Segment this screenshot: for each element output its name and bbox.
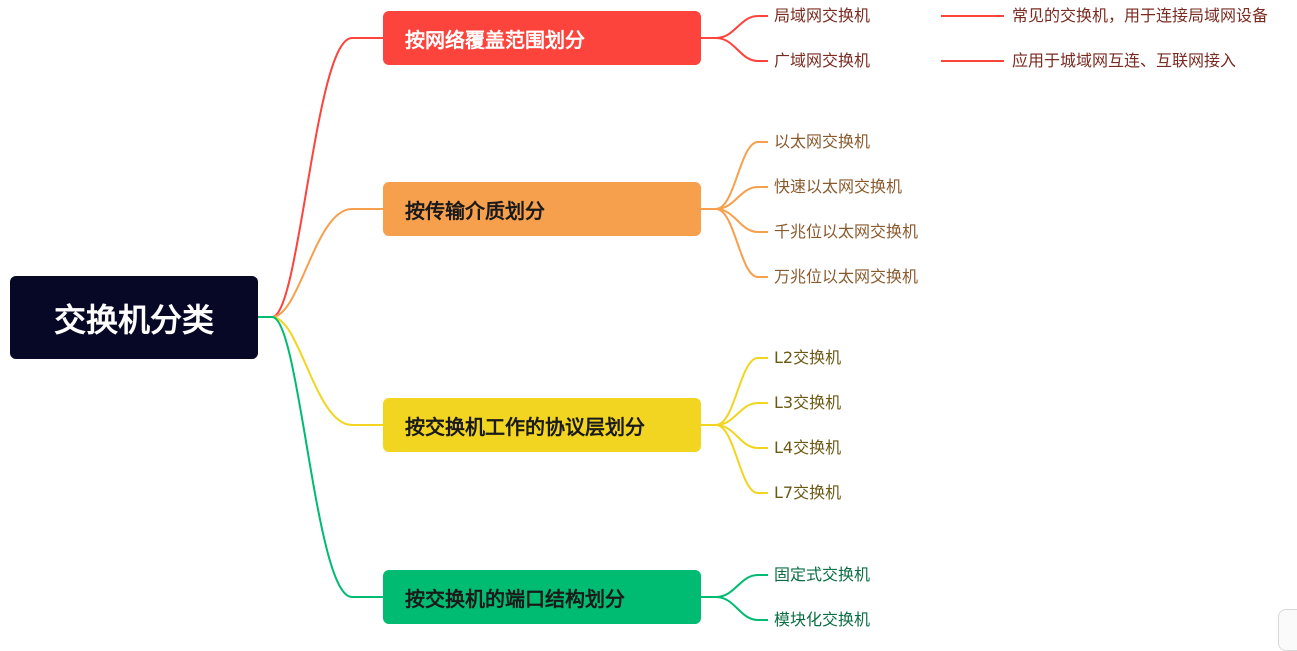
leaf-node-l7-switch[interactable]: L7交换机 — [774, 483, 842, 502]
root-node[interactable]: 交换机分类 — [10, 276, 258, 359]
link-branch-3-leaf-3 — [701, 424, 768, 449]
leaf-node-ethernet-switch[interactable]: 以太网交换机 — [774, 132, 871, 151]
note-lan-switch[interactable]: 常见的交换机，用于连接局域网设备 — [1012, 6, 1269, 25]
branch-node-port-structure[interactable]: 按交换机的端口结构划分 — [383, 570, 701, 624]
leaf-node-modular-switch[interactable]: 模块化交换机 — [774, 610, 871, 629]
leaf-node-l3-switch[interactable]: L3交换机 — [774, 393, 842, 412]
link-branch-3-leaf-1 — [701, 357, 768, 426]
link-branch-2-leaf-4 — [701, 208, 768, 278]
leaf-node-fixed-switch[interactable]: 固定式交换机 — [774, 565, 871, 584]
note-wan-switch[interactable]: 应用于城域网互连、互联网接入 — [1012, 51, 1237, 70]
leaf-node-10g-ethernet-switch[interactable]: 万兆位以太网交换机 — [774, 267, 919, 286]
link-branch-4-leaf-2 — [701, 596, 768, 621]
link-branch-1-leaf-1 — [701, 15, 768, 39]
link-branch-2-leaf-3 — [701, 208, 768, 233]
link-branch-4-leaf-1 — [701, 574, 768, 598]
link-branch-3-leaf-2 — [701, 402, 768, 426]
link-branch-2-leaf-1 — [701, 141, 768, 210]
link-branch-2-leaf-2 — [701, 186, 768, 210]
link-root-branch-1 — [258, 37, 383, 318]
corner-widget[interactable] — [1278, 609, 1297, 651]
leaf-node-l4-switch[interactable]: L4交换机 — [774, 438, 842, 457]
link-branch-1-leaf-2 — [701, 37, 768, 62]
branch-node-protocol-layer[interactable]: 按交换机工作的协议层划分 — [383, 398, 701, 452]
branch-node-network-coverage[interactable]: 按网络覆盖范围划分 — [383, 11, 701, 65]
leaf-node-lan-switch[interactable]: 局域网交换机 — [774, 6, 871, 25]
link-root-branch-3 — [258, 316, 383, 426]
leaf-node-l2-switch[interactable]: L2交换机 — [774, 348, 842, 367]
link-root-branch-2 — [258, 208, 383, 318]
link-branch-3-leaf-4 — [701, 424, 768, 494]
leaf-node-wan-switch[interactable]: 广域网交换机 — [774, 51, 871, 70]
link-root-branch-4 — [258, 316, 383, 598]
leaf-node-gigabit-ethernet-switch[interactable]: 千兆位以太网交换机 — [774, 222, 919, 241]
leaf-node-fast-ethernet-switch[interactable]: 快速以太网交换机 — [774, 177, 903, 196]
branch-node-transmission-medium[interactable]: 按传输介质划分 — [383, 182, 701, 236]
